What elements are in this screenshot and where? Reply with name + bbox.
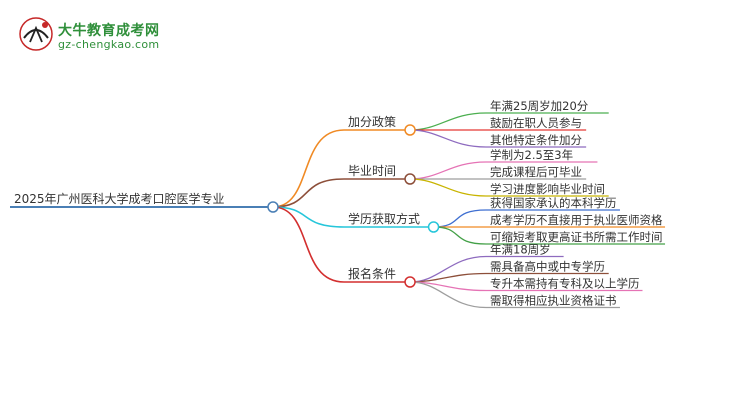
leaf-connector xyxy=(410,178,487,197)
branch-node-label: 毕业时间 xyxy=(348,164,396,178)
leaf-connector xyxy=(410,255,487,283)
brand-seal-icon xyxy=(19,17,53,51)
brand-logo: 大牛教育成考网 gz-chengkao.com xyxy=(18,16,218,56)
leaf-connector xyxy=(433,209,487,228)
leaf-node-label: 成考学历不直接用于执业医师资格 xyxy=(490,213,663,227)
leaf-connector xyxy=(410,112,487,131)
brand-title: 大牛教育成考网 xyxy=(58,23,160,39)
leaf-node-label: 可缩短考取更高证书所需工作时间 xyxy=(490,230,663,244)
leaf-connector xyxy=(410,161,487,180)
leaf-node-label: 专升本需持有专科及以上学历 xyxy=(490,277,640,291)
leaf-node-label: 年满18周岁 xyxy=(490,243,551,257)
branch-node-label: 报名条件 xyxy=(348,266,396,281)
leaf-node-label: 需取得相应执业资格证书 xyxy=(490,294,617,308)
leaf-node-label: 获得国家承认的本科学历 xyxy=(490,196,617,210)
leaf-node-label: 其他特定条件加分 xyxy=(490,133,582,147)
leaf-connector xyxy=(433,226,487,245)
branch-toggle-circle[interactable] xyxy=(404,276,416,288)
root-node-label: 2025年广州医科大学成考口腔医学专业 xyxy=(14,191,225,206)
brand-url[interactable]: gz-chengkao.com xyxy=(58,38,160,51)
leaf-node-label: 需具备高中或中专学历 xyxy=(490,260,605,274)
leaf-connector xyxy=(410,129,487,148)
leaf-node-label: 鼓励在职人员参与 xyxy=(490,116,582,130)
root-toggle-circle[interactable] xyxy=(267,201,279,213)
leaf-node-label: 年满25周岁加20分 xyxy=(490,99,589,113)
branch-node-label: 学历获取方式 xyxy=(348,211,420,226)
leaf-node-label: 学制为2.5至3年 xyxy=(490,148,573,162)
branch-connector xyxy=(272,206,345,228)
branch-connector xyxy=(272,178,345,208)
branch-toggle-circle[interactable] xyxy=(427,221,440,233)
branch-toggle-circle[interactable] xyxy=(404,173,416,185)
leaf-node-label: 完成课程后可毕业 xyxy=(490,165,582,179)
leaf-connector xyxy=(410,281,487,309)
branch-toggle-circle[interactable] xyxy=(404,124,416,136)
leaf-node-label: 学习进度影响毕业时间 xyxy=(490,182,605,196)
branch-node-label: 加分政策 xyxy=(348,115,396,129)
branch-connector xyxy=(272,129,345,208)
branch-connector xyxy=(272,206,345,283)
